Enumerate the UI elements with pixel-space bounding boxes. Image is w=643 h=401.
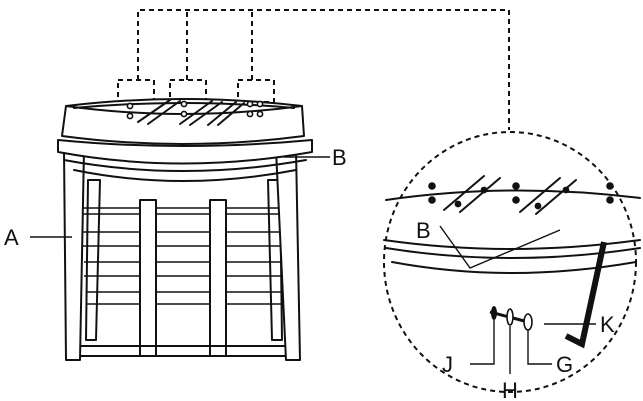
label-g: G — [556, 352, 573, 377]
label-b-detail: B — [416, 218, 431, 243]
label-h: H — [502, 378, 518, 401]
stool-drawing — [30, 98, 330, 361]
leader-j — [470, 320, 495, 365]
label-k: K — [600, 312, 615, 337]
stretcher-rails — [78, 207, 290, 305]
seat-screw-holes — [126, 100, 264, 120]
slat-left — [139, 199, 157, 357]
apron-b — [57, 139, 313, 165]
slat-right — [209, 199, 227, 357]
allen-wrench-icon — [564, 241, 607, 349]
label-j: J — [442, 352, 453, 377]
detail-view — [383, 131, 641, 393]
detail-screw-dots — [428, 182, 614, 210]
front-leg-left — [63, 149, 85, 361]
back-leg-left — [85, 179, 101, 341]
lock-washer-icon — [491, 306, 497, 320]
washer-icon — [506, 308, 514, 326]
leader-g — [527, 330, 552, 365]
leader-b-detail — [439, 225, 561, 269]
seat-slats — [137, 99, 245, 126]
bolt-head — [523, 313, 533, 331]
label-b-stool: B — [332, 145, 347, 170]
label-a: A — [4, 225, 19, 250]
